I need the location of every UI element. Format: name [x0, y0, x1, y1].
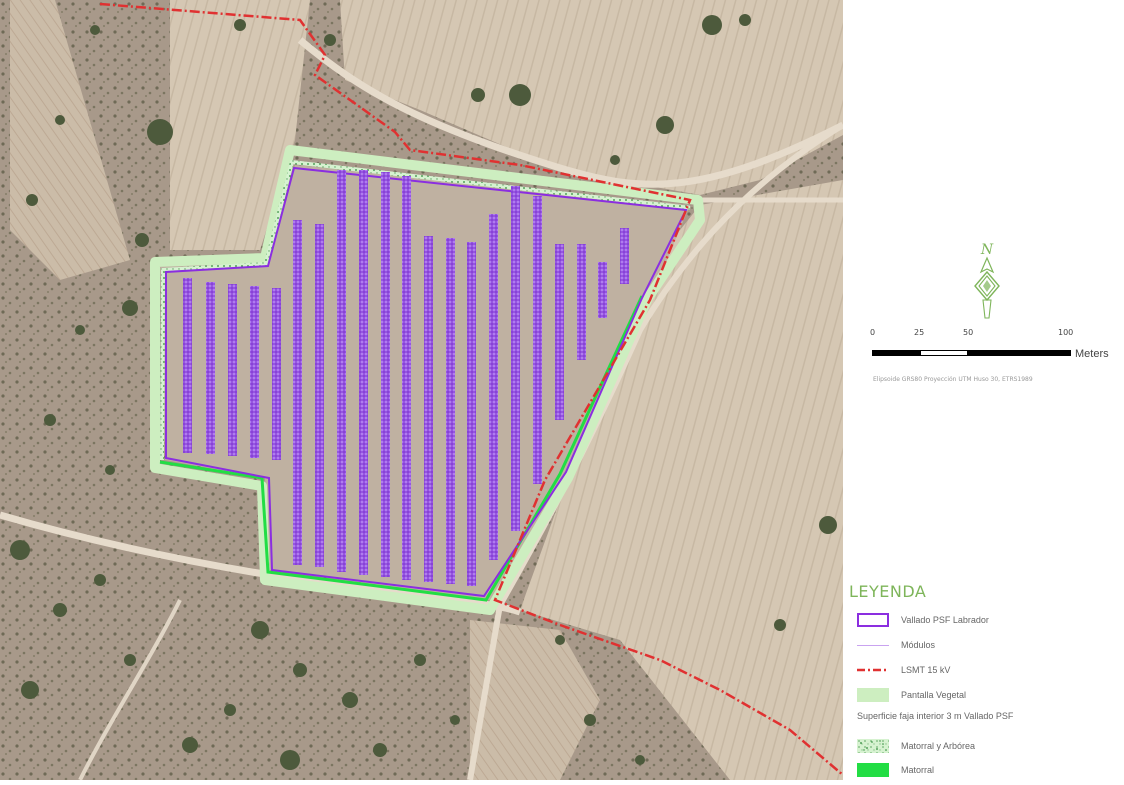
scale-segment [920, 350, 968, 356]
module-row [620, 228, 629, 284]
scale-tick: 100 [1058, 328, 1074, 337]
field-south-center [470, 620, 600, 780]
track-north [297, 37, 845, 188]
legend-subheading: Superficie faja interior 3 m Vallado PSF [857, 711, 1014, 721]
legend-label: Matorral [901, 765, 935, 775]
field-west-strip [10, 0, 130, 280]
north-label: N [980, 242, 994, 258]
module-row [250, 286, 259, 458]
track-southwest [78, 599, 182, 781]
legend-title: LEYENDA [849, 582, 927, 601]
legend-item-pantalla: Pantalla Vegetal [857, 687, 966, 703]
module-row [533, 196, 542, 484]
map-view[interactable] [0, 0, 845, 781]
module-row [315, 224, 324, 567]
north-arrow: N [966, 240, 1008, 322]
legend-label: Vallado PSF Labrador [901, 615, 989, 625]
projection-caption: Elipsoide GRS80 Proyección UTM Huso 30, … [873, 376, 1033, 383]
scale-bar: 0 25 50 100 Meters [843, 328, 1124, 368]
legend-item-modulos: Módulos [857, 637, 935, 653]
vallado-symbol [857, 613, 889, 627]
module-row [467, 242, 476, 586]
matorral-strip [159, 295, 644, 602]
module-row [228, 284, 237, 456]
scale-tick: 25 [914, 328, 925, 337]
vallado [165, 166, 688, 598]
map-sidebar: N 0 25 50 100 Meters Elipsoide GRS80 Pro… [843, 0, 1124, 780]
tree-canopies [10, 14, 837, 770]
field-north [340, 0, 843, 195]
module-row [183, 278, 192, 453]
module-row [511, 186, 520, 531]
module-row [555, 244, 564, 420]
legend-item-lsmt: LSMT 15 kV [857, 662, 950, 678]
legend-label: LSMT 15 kV [901, 665, 951, 675]
module-row [359, 170, 368, 575]
lsmt-symbol [857, 663, 889, 677]
module-row [598, 262, 607, 318]
modulos-symbol [857, 638, 889, 652]
module-row [446, 238, 455, 584]
north-arrow-icon: N [974, 242, 1000, 319]
scale-tick: 0 [870, 328, 876, 337]
legend-label: Matorral y Arbórea [901, 741, 976, 751]
field-west-2 [170, 0, 310, 250]
module-row [293, 220, 302, 565]
lsmt-line [99, 2, 844, 776]
module-rows [183, 170, 629, 586]
pantalla-vegetal [150, 145, 705, 615]
scale-tick: 50 [963, 328, 974, 337]
legend-label: Pantalla Vegetal [901, 690, 967, 700]
module-row [577, 244, 586, 360]
legend-item-vallado: Vallado PSF Labrador [857, 612, 989, 628]
module-row [272, 288, 281, 460]
legend-item-matorral: Matorral [857, 762, 934, 778]
matorral-symbol [857, 763, 889, 777]
matorral-arborea-strip [160, 159, 691, 461]
scale-segment [872, 350, 921, 356]
legend-label: Módulos [901, 640, 936, 650]
module-row [402, 176, 411, 580]
module-row [381, 172, 390, 577]
legend-item-matorral-arborea: Matorral y Arbórea [857, 738, 975, 754]
module-row [489, 214, 498, 560]
scale-unit: Meters [1075, 348, 1109, 360]
module-row [206, 282, 215, 454]
module-row [424, 236, 433, 582]
pantalla-symbol [857, 688, 889, 702]
scale-segment [967, 350, 1071, 356]
matorral-arborea-symbol [857, 739, 889, 753]
module-row [337, 170, 346, 572]
aerial-map [0, 0, 845, 781]
